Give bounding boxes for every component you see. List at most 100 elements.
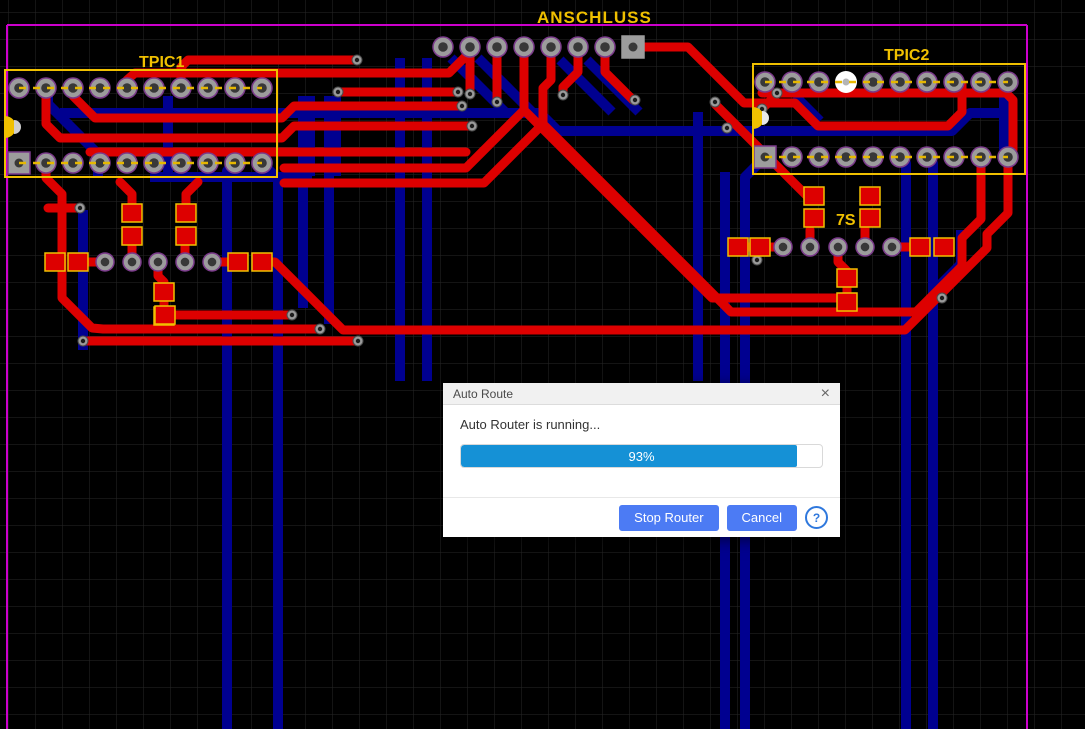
smd-pad[interactable] [803,208,825,228]
progress-fill [461,445,797,467]
dialog-footer: Stop Router Cancel ? [443,497,840,537]
via[interactable] [332,86,344,98]
help-icon[interactable]: ? [805,506,828,529]
pad[interactable] [835,146,857,168]
smd-pad[interactable] [154,305,176,325]
label-tpic1: TPIC1 [139,54,184,71]
label-7s: 7S [836,212,856,229]
pad[interactable] [35,152,57,174]
via[interactable] [351,54,363,66]
cluster-left-pads[interactable] [95,252,222,272]
pad[interactable] [540,36,562,58]
pad[interactable] [89,152,111,174]
via[interactable] [721,122,733,134]
via[interactable] [466,120,478,132]
smd-pad[interactable] [67,252,89,272]
smd-pad[interactable] [227,252,249,272]
via[interactable] [936,292,948,304]
pad[interactable] [882,237,902,257]
smd-pad[interactable] [859,208,881,228]
pad[interactable] [916,146,938,168]
tpic2-top-pads[interactable] [754,71,1019,93]
tpic2-bottom-pads[interactable] [781,146,1019,168]
label-tpic2: TPIC2 [884,47,929,64]
pad[interactable] [62,77,84,99]
cancel-button[interactable]: Cancel [726,504,797,531]
via[interactable] [77,335,89,347]
via[interactable] [456,100,468,112]
smd-pad[interactable] [859,186,881,206]
via[interactable] [352,335,364,347]
smd-pad[interactable] [121,226,143,246]
pad[interactable] [89,77,111,99]
pad[interactable] [997,71,1019,93]
smd-pad[interactable] [175,203,197,223]
pad[interactable] [459,36,481,58]
pad[interactable] [808,71,830,93]
close-icon[interactable]: × [820,384,830,402]
smd-pad[interactable] [44,252,66,272]
smd-pad[interactable] [933,237,955,257]
smd-pad[interactable] [251,252,273,272]
via[interactable] [629,94,641,106]
pad[interactable] [513,36,535,58]
smd-pad[interactable] [153,282,175,302]
smd-pad[interactable] [909,237,931,257]
smd-pad-group[interactable] [44,186,955,326]
smd-pad[interactable] [803,186,825,206]
via[interactable] [491,96,503,108]
pad[interactable] [95,252,115,272]
dialog-title-bar[interactable]: Auto Route × [443,383,840,405]
pad[interactable] [773,237,793,257]
stop-router-button[interactable]: Stop Router [619,504,719,531]
smd-pad[interactable] [121,203,143,223]
smd-pad[interactable] [749,237,771,257]
pad[interactable] [148,252,168,272]
tpic1-notch [5,116,16,138]
smd-pad[interactable] [836,268,858,288]
pad[interactable] [889,71,911,93]
tpic1-notch-metal [14,120,21,134]
dialog-title: Auto Route [453,386,514,401]
via[interactable] [314,323,326,335]
via[interactable] [751,254,763,266]
silkscreen: ANSCHLUSS TPIC1 TPIC2 7S [4,8,1026,229]
via[interactable] [452,86,464,98]
pad[interactable] [35,77,57,99]
pad[interactable] [122,252,142,272]
via-group[interactable] [74,54,948,347]
pad[interactable] [808,146,830,168]
pad[interactable] [567,36,589,58]
pad[interactable] [781,146,803,168]
smd-pad[interactable] [727,237,749,257]
pad[interactable] [175,252,195,272]
pad[interactable] [486,36,508,58]
via[interactable] [464,88,476,100]
via[interactable] [771,87,783,99]
pad[interactable] [800,237,820,257]
pad[interactable] [202,252,222,272]
connector-pads[interactable] [432,36,616,58]
via[interactable] [557,89,569,101]
pad[interactable] [197,152,219,174]
progress-percent: 93% [628,448,655,464]
smd-pad[interactable] [175,226,197,246]
tpic1-bottom-pads[interactable] [35,152,273,174]
via[interactable] [709,96,721,108]
pad[interactable] [889,146,911,168]
via[interactable] [74,202,86,214]
smd-pad[interactable] [836,292,858,312]
cluster-right-pads[interactable] [773,237,902,257]
pad[interactable] [828,237,848,257]
pad[interactable] [594,36,616,58]
auto-route-dialog: Auto Route × Auto Router is running... 9… [443,383,840,537]
pad[interactable] [143,77,165,99]
highlighted-pad[interactable] [835,71,857,93]
via[interactable] [286,309,298,321]
pad[interactable] [432,36,454,58]
pad[interactable] [170,77,192,99]
pad[interactable] [781,71,803,93]
pad[interactable] [855,237,875,257]
tpic2-notch [753,107,764,129]
